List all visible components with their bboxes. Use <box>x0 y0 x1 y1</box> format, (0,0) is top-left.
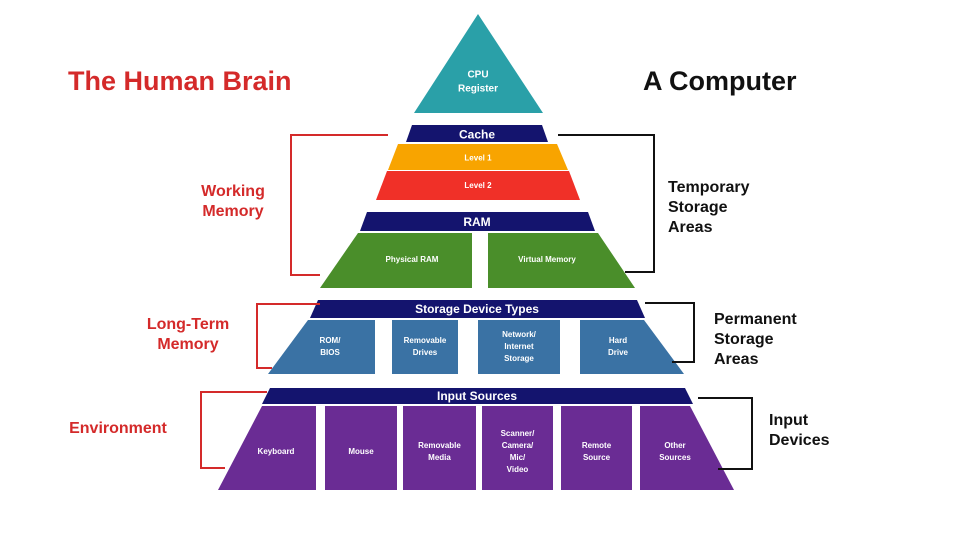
temporary-storage-label-line: Areas <box>668 219 713 236</box>
working-memory-label-line: Working <box>201 183 265 200</box>
input-cell-3 <box>403 406 476 490</box>
ram-physical-cell <box>320 233 472 288</box>
storage-cell-label: Internet <box>504 342 534 351</box>
input-devices-label-line: Devices <box>769 432 830 449</box>
permanent-storage-label-line: Storage <box>714 331 774 348</box>
permanent-storage-label-line: Permanent <box>714 311 797 328</box>
permanent-storage-label-line: Areas <box>714 351 759 368</box>
environment-bracket <box>200 391 267 469</box>
temporary-storage-bracket <box>558 134 655 273</box>
input-cell-label: Other <box>664 441 685 450</box>
input-cell-1 <box>218 406 316 490</box>
input-header-label: Input Sources <box>437 389 517 403</box>
long-term-memory-label: Long-Term Memory <box>128 315 248 355</box>
input-cell-label: Mouse <box>348 447 374 456</box>
storage-cell-label: BIOS <box>320 348 340 357</box>
cache-header-label: Cache <box>459 128 495 142</box>
ram-virtual-label: Virtual Memory <box>518 255 576 264</box>
temporary-storage-label-line: Temporary <box>668 179 750 196</box>
input-cell-label: Scanner/ <box>501 429 536 438</box>
input-cell-label: Remote <box>582 441 612 450</box>
computer-title: A Computer <box>643 66 797 96</box>
storage-cell-4 <box>580 320 684 374</box>
input-cell-label: Video <box>507 465 529 474</box>
storage-cell-label: ROM/ <box>320 336 342 345</box>
storage-header-label: Storage Device Types <box>415 302 539 316</box>
input-cell-label: Mic/ <box>510 453 526 462</box>
input-cell-5 <box>561 406 632 490</box>
ram-header-label: RAM <box>463 215 490 229</box>
cpu-register-label: CPU <box>467 70 488 81</box>
cpu-register-apex <box>414 14 543 113</box>
working-memory-bracket <box>290 134 388 276</box>
input-cell-label: Removable <box>418 441 461 450</box>
environment-label: Environment <box>48 419 188 439</box>
storage-cell-label: Drives <box>413 348 438 357</box>
input-cell-4 <box>482 406 553 490</box>
permanent-storage-label: Permanent Storage Areas <box>714 310 844 370</box>
input-cell-label: Source <box>583 453 611 462</box>
storage-cell-3 <box>478 320 560 374</box>
input-cell-2 <box>325 406 397 490</box>
input-devices-label: Input Devices <box>769 411 879 451</box>
cpu-register-label: Register <box>458 84 498 95</box>
long-term-memory-label-line: Long-Term <box>146 316 230 333</box>
working-memory-label: Working Memory <box>188 182 278 222</box>
human-brain-title: The Human Brain <box>68 66 292 96</box>
storage-cell-label: Drive <box>608 348 629 357</box>
storage-header-band <box>310 300 645 318</box>
storage-cell-label: Removable <box>404 336 447 345</box>
storage-cell-label: Storage <box>504 354 534 363</box>
temporary-storage-label: Temporary Storage Areas <box>668 178 798 238</box>
working-memory-label-line: Memory <box>202 203 264 220</box>
long-term-memory-bracket <box>256 303 320 369</box>
storage-cell-2 <box>392 320 458 374</box>
input-header-band <box>262 388 693 404</box>
input-cell-label: Keyboard <box>258 447 295 456</box>
long-term-memory-label-line: Memory <box>157 336 219 353</box>
input-cell-label: Sources <box>659 453 691 462</box>
cache-level-1-label: Level 1 <box>464 154 492 163</box>
input-cell-label: Media <box>428 453 451 462</box>
cache-level-2-band <box>376 171 580 200</box>
storage-cell-1 <box>268 320 375 374</box>
environment-label-line: Environment <box>69 420 167 437</box>
input-devices-label-line: Input <box>769 412 809 429</box>
input-cell-6 <box>640 406 734 490</box>
storage-cell-label: Hard <box>609 336 627 345</box>
cache-level-2-label: Level 2 <box>464 181 492 190</box>
storage-cell-label: Network/ <box>502 330 537 339</box>
ram-physical-label: Physical RAM <box>386 255 439 264</box>
ram-virtual-cell <box>488 233 635 288</box>
permanent-storage-bracket <box>645 302 695 363</box>
temporary-storage-label-line: Storage <box>668 199 728 216</box>
ram-header-band <box>360 212 595 231</box>
input-devices-bracket <box>698 397 753 470</box>
cache-header-band <box>406 125 548 142</box>
cache-level-1-band <box>388 144 568 170</box>
input-cell-label: Camera/ <box>502 441 534 450</box>
